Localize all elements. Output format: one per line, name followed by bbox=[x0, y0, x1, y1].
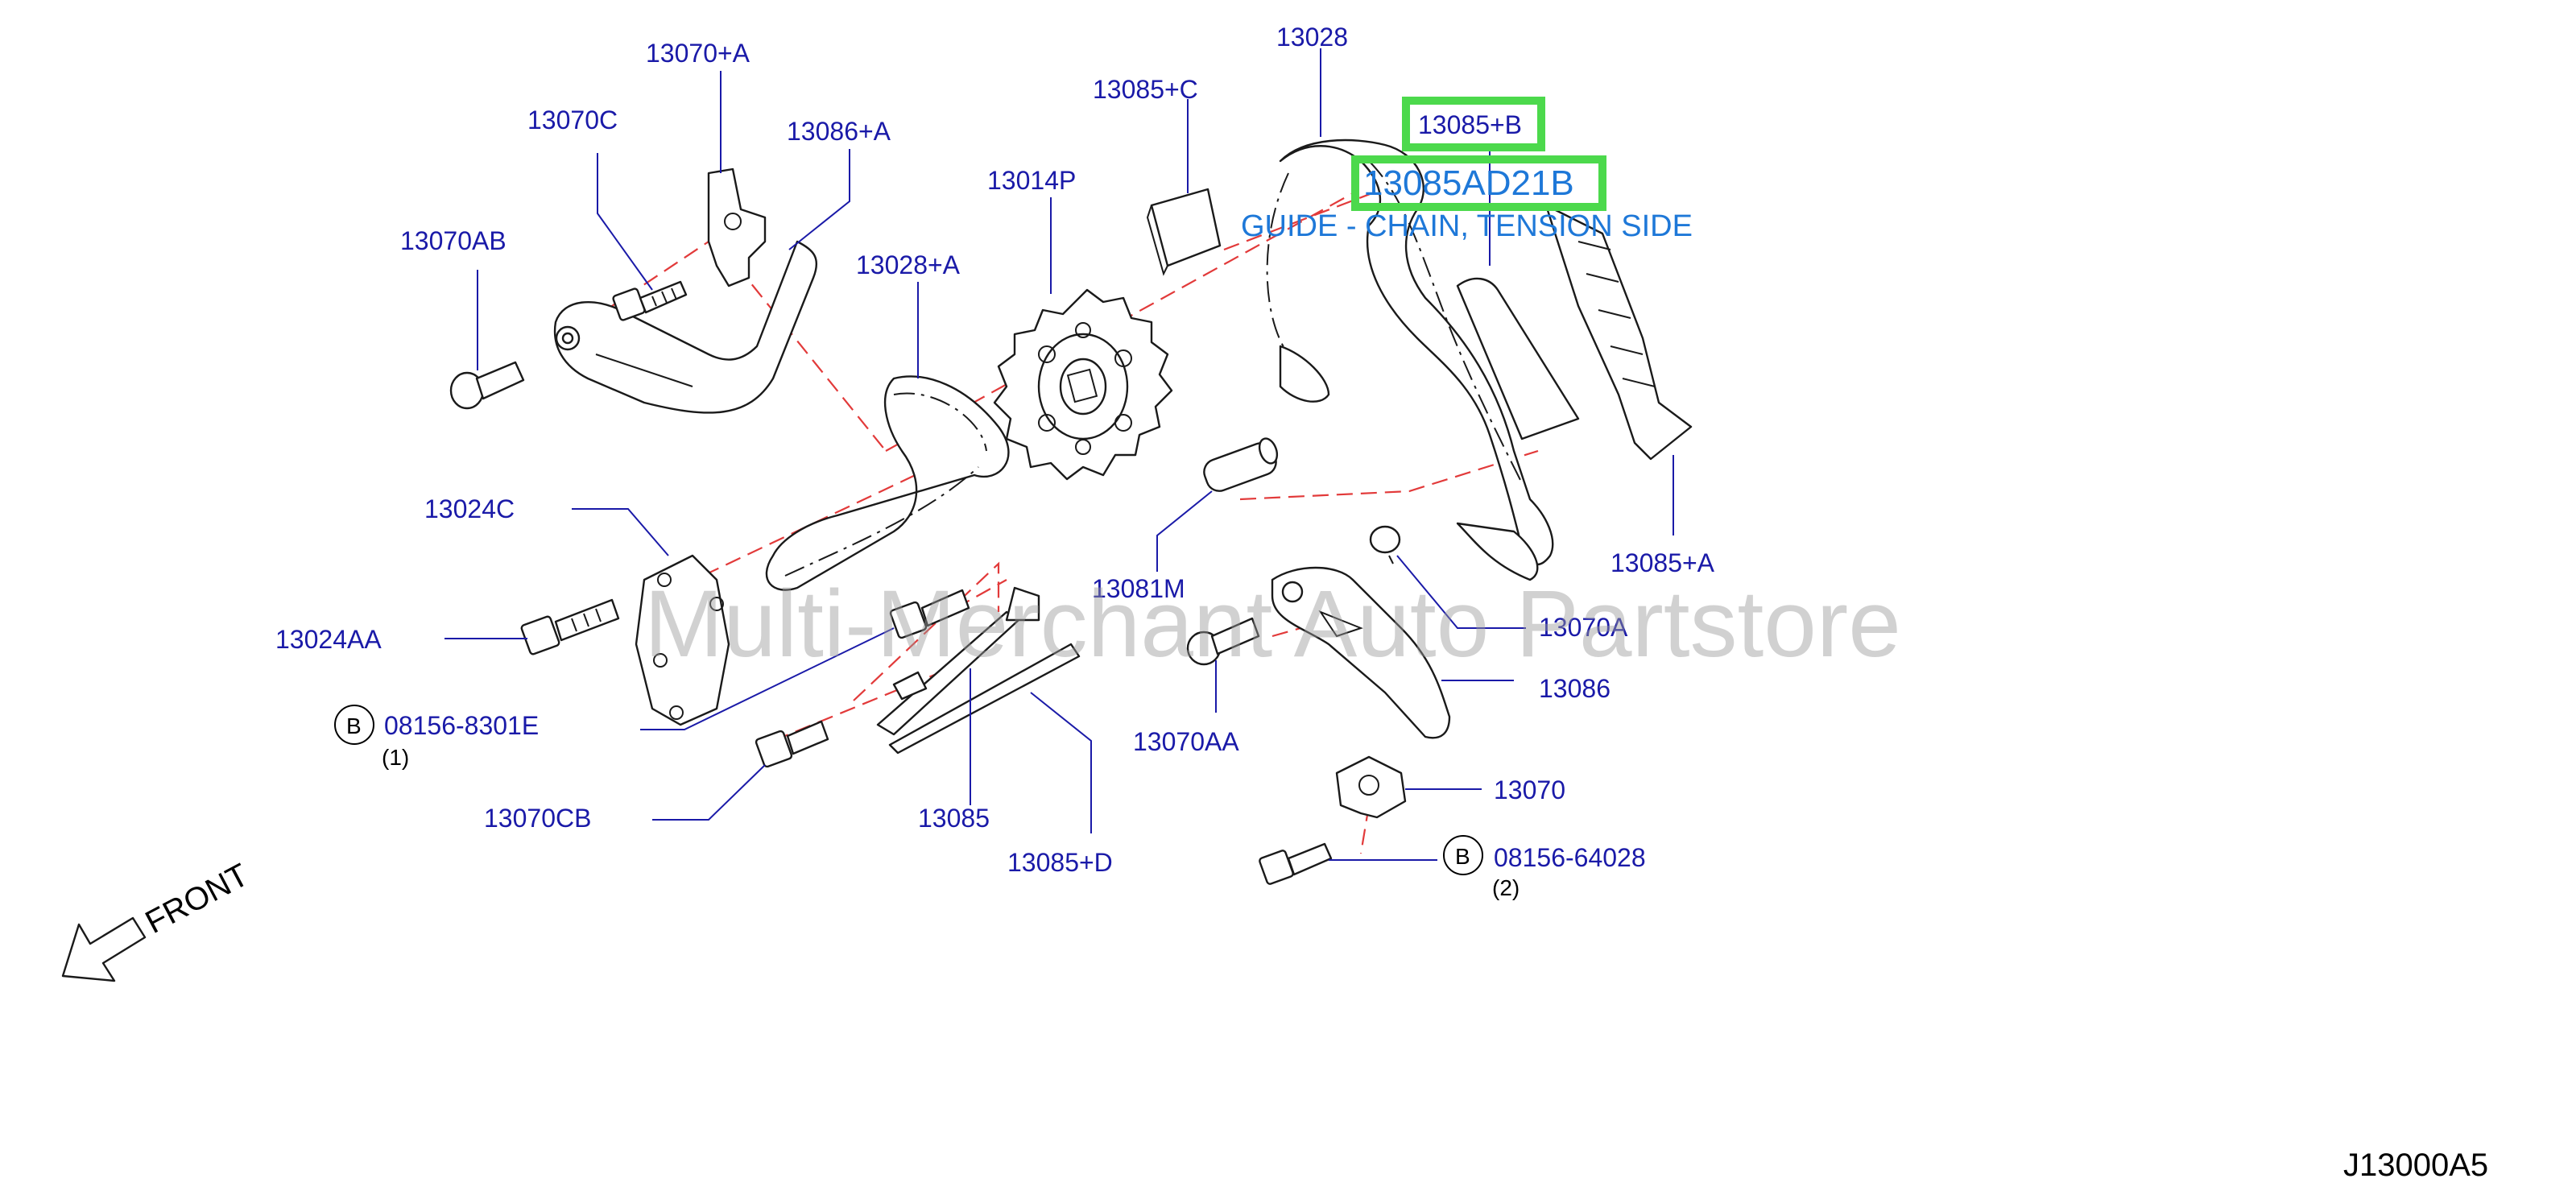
label-13070-a[interactable]: 13070+A bbox=[646, 39, 750, 68]
label-13081m[interactable]: 13081M bbox=[1092, 574, 1185, 603]
label-qty-1: (1) bbox=[382, 745, 409, 770]
label-13028-a[interactable]: 13028+A bbox=[856, 250, 961, 279]
pin-13070ab bbox=[449, 361, 525, 410]
guide-13085c bbox=[1146, 188, 1222, 276]
callout-labels: 13070+A 13070C 13086+A 13070AB 13085+C 1… bbox=[275, 23, 1715, 900]
bolt-08156-8301e bbox=[889, 589, 970, 639]
label-qty-2: (2) bbox=[1492, 875, 1520, 900]
label-08156-8301e[interactable]: 08156-8301E bbox=[384, 711, 539, 740]
label-13028[interactable]: 13028 bbox=[1276, 23, 1348, 52]
plunger-13081m bbox=[1203, 437, 1279, 492]
label-08156-64028[interactable]: 08156-64028 bbox=[1494, 843, 1646, 872]
label-13070ab[interactable]: 13070AB bbox=[400, 226, 507, 255]
label-13085-c[interactable]: 13085+C bbox=[1093, 75, 1198, 104]
guide-13085d bbox=[888, 643, 1081, 755]
highlight-box-part-label bbox=[1402, 97, 1545, 151]
label-13070[interactable]: 13070 bbox=[1494, 775, 1565, 804]
label-13070c[interactable]: 13070C bbox=[527, 105, 618, 134]
front-label: FRONT bbox=[140, 857, 254, 941]
label-13086[interactable]: 13086 bbox=[1539, 674, 1611, 703]
label-13085-a[interactable]: 13085+A bbox=[1611, 548, 1715, 577]
tensioner-13070 bbox=[1335, 755, 1407, 819]
label-13024aa[interactable]: 13024AA bbox=[275, 625, 382, 654]
bolt-13070cb bbox=[755, 720, 829, 768]
watermark: Multi-Merchant Auto Partstore bbox=[644, 571, 1901, 677]
svg-text:B: B bbox=[1455, 844, 1470, 869]
label-13085[interactable]: 13085 bbox=[918, 804, 990, 833]
guide-13085 bbox=[876, 586, 1040, 736]
bolt-13070a bbox=[1369, 525, 1401, 564]
chain-main bbox=[1266, 139, 1554, 581]
bolt-marker-2: B bbox=[1443, 835, 1483, 875]
guide-13085a bbox=[1544, 204, 1693, 461]
pin-13070aa bbox=[1186, 617, 1260, 666]
highlight-part-description: GUIDE - CHAIN, TENSION SIDE bbox=[1241, 209, 1693, 243]
sprocket-13014p bbox=[993, 288, 1173, 481]
front-direction-indicator: FRONT bbox=[61, 857, 254, 982]
label-13070aa[interactable]: 13070AA bbox=[1133, 727, 1239, 756]
diagram-code: J13000A5 bbox=[2343, 1147, 2488, 1183]
bolt-08156-64028 bbox=[1259, 842, 1333, 885]
cover-plate-13024c bbox=[635, 554, 730, 726]
bolt-marker-1: B bbox=[334, 705, 374, 745]
label-13070cb[interactable]: 13070CB bbox=[484, 804, 591, 833]
label-13014p[interactable]: 13014P bbox=[987, 166, 1076, 195]
label-13085-b[interactable]: 13085+B bbox=[1418, 110, 1522, 139]
tensioner-arm-lower bbox=[1271, 566, 1451, 739]
svg-text:B: B bbox=[346, 713, 362, 738]
tensioner-body-upper bbox=[707, 167, 767, 287]
highlight-part-code[interactable]: 13085AD21B bbox=[1363, 163, 1574, 203]
tensioner-arm-upper bbox=[553, 240, 818, 414]
highlight-box-part-code bbox=[1351, 155, 1606, 211]
label-13070a[interactable]: 13070A bbox=[1539, 613, 1628, 642]
guide-tension-side bbox=[1456, 277, 1580, 440]
label-13085-d[interactable]: 13085+D bbox=[1007, 848, 1113, 877]
leader-lines bbox=[444, 48, 1674, 861]
chain-small bbox=[765, 375, 1010, 591]
label-13086-a[interactable]: 13086+A bbox=[787, 117, 891, 146]
label-13024c[interactable]: 13024C bbox=[424, 494, 515, 523]
bolt-13070c bbox=[612, 280, 688, 321]
bolt-13024aa bbox=[520, 598, 620, 655]
